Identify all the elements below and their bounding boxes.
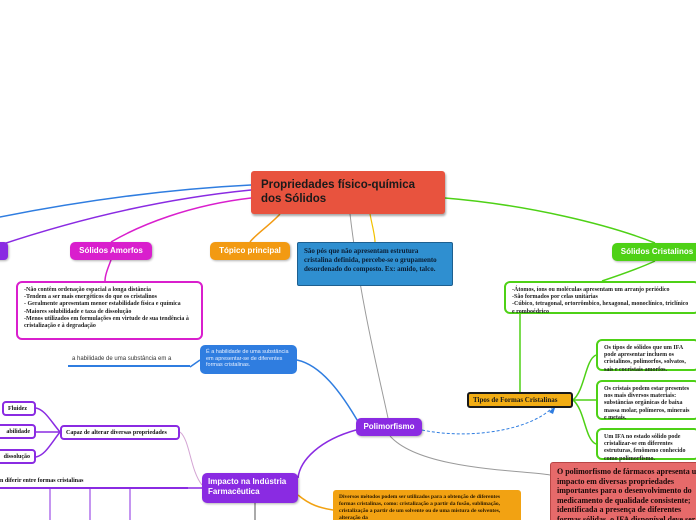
note-text: Os cristais podem estar presentes nos ma… — [604, 386, 690, 421]
subtopic-label: Fluidez — [8, 406, 27, 412]
habilidade-label[interactable]: a habilidade de uma substância em a — [68, 355, 190, 367]
link-diferir-below — [49, 489, 131, 520]
topic-label: Polimorfismo — [363, 422, 415, 431]
link-central-cristalinos — [444, 197, 656, 244]
cristal-box-polimorfismo[interactable]: Um IFA no estado sólido pode cristalizar… — [596, 428, 696, 462]
link-habilidade-label — [189, 359, 201, 368]
note-text: Diversos métodos podem ser utilizados pa… — [339, 494, 501, 520]
cristalinos-details-box[interactable]: -Átomos, íons ou moléculas apresentam um… — [504, 281, 696, 315]
detail-line: -Não contêm ordenação espacial a longa d… — [24, 287, 151, 293]
detail-line: -São formados por celas unitárias — [512, 294, 598, 301]
label-text: a habilidade de uma substância em a — [72, 356, 172, 362]
subtopic-label: dissolução — [3, 454, 30, 460]
note-habilidade[interactable]: É a habilidade de uma substância em apre… — [200, 345, 297, 374]
link-capaz-dissol — [35, 431, 61, 458]
topic-topico-principal[interactable]: Tópico principal — [210, 242, 290, 260]
note-amorfos-definicao[interactable]: São pós que não apresentam estrutura cri… — [297, 242, 453, 286]
link-polimorfismo-tipos-dashed — [421, 407, 553, 435]
amorfos-details-box[interactable]: -Não contêm ordenação espacial a longa d… — [16, 281, 203, 340]
link-central-edge-purple — [0, 189, 252, 246]
link-polimorfismo-habilidade — [296, 359, 361, 426]
detail-line: -Tendem a ser mais energéticos do que os… — [24, 294, 157, 301]
link-polimorfismo-red — [389, 435, 551, 476]
link-tipos-box1 — [572, 354, 597, 401]
detail-line: - Geralmente apresentam menor estabilida… — [24, 301, 181, 308]
topic-solidos-amorfos[interactable]: Sólidos Amorfos — [70, 242, 152, 260]
note-impacto-polimorfismo[interactable]: O polimorfismo de fármacos apresenta um … — [550, 462, 696, 520]
topic-impacto-industria[interactable]: Impacto na Indústria Farmacêutica — [202, 473, 298, 503]
detail-line: -Menos utilizados em formulações em virt… — [24, 315, 189, 330]
subtopic-dissolucao[interactable]: dissolução — [0, 449, 36, 464]
central-topic[interactable]: Propriedades físico-química dos Sólidos — [251, 171, 445, 214]
subtopic-label: n diferir entre formas cristalinas — [0, 478, 84, 484]
subtopic-diferir-formas[interactable]: n diferir entre formas cristalinas — [0, 477, 188, 489]
link-cristalinos-details — [601, 260, 656, 282]
subtopic-capaz-alterar[interactable]: Capaz de alterar diversas propriedades — [60, 425, 180, 440]
topic-tipos-formas-cristalinas[interactable]: Tipos de Formas Cristalinas — [467, 392, 573, 408]
detail-line: -Maiores solubilidade e taxa de dissoluç… — [24, 308, 132, 315]
link-impacto-orange — [297, 494, 334, 511]
link-amorfos-details — [104, 259, 112, 282]
link-capaz-fluidez — [35, 407, 61, 433]
offscreen-topic-node[interactable] — [0, 242, 8, 260]
subtopic-label: abilidade — [6, 429, 30, 435]
note-text: São pós que não apresentam estrutura cri… — [304, 247, 437, 273]
detail-line: -Cúbico, tetragonal, ortorrômbico, hexag… — [512, 301, 689, 315]
subtopic-fluidez[interactable]: Fluidez — [2, 401, 36, 416]
topic-label: Impacto na Indústria Farmacêutica — [208, 477, 287, 496]
note-metodos-obtencao[interactable]: Diversos métodos podem ser utilizados pa… — [333, 490, 521, 520]
link-central-note — [369, 213, 376, 243]
cristal-box-tipos-ifa[interactable]: Os tipos de sólidos que um IFA pode apre… — [596, 339, 696, 373]
link-central-edge-blue — [0, 184, 252, 218]
note-text: É a habilidade de uma substância em apre… — [206, 349, 289, 369]
topic-label: Tópico principal — [219, 246, 281, 255]
topic-solidos-cristalinos[interactable]: Sólidos Cristalinos — [612, 243, 696, 261]
link-tipos-box3 — [572, 399, 597, 445]
link-central-amorfos — [110, 197, 252, 243]
note-text: O polimorfismo de fármacos apresenta um … — [557, 467, 696, 520]
topic-label: Tipos de Formas Cristalinas — [473, 396, 558, 404]
topic-polimorfismo[interactable]: Polimorfismo — [356, 418, 422, 436]
topic-label: Sólidos Cristalinos — [620, 247, 694, 256]
subtopic-label: Capaz de alterar diversas propriedades — [66, 430, 167, 436]
link-central-topico — [249, 213, 281, 243]
topic-label: Sólidos Amorfos — [79, 246, 143, 255]
cristal-box-materiais[interactable]: Os cristais podem estar presentes nos ma… — [596, 380, 696, 421]
link-impacto-capaz — [179, 431, 203, 486]
link-polimorfismo-impacto — [297, 429, 357, 479]
central-topic-title: Propriedades físico-química dos Sólidos — [261, 179, 416, 205]
subtopic-estabilidade[interactable]: abilidade — [0, 424, 36, 439]
note-text: Um IFA no estado sólido pode cristalizar… — [604, 434, 686, 462]
note-text: Os tipos de sólidos que um IFA pode apre… — [604, 345, 686, 373]
detail-line: -Átomos, íons ou moléculas apresentam um… — [512, 287, 670, 293]
